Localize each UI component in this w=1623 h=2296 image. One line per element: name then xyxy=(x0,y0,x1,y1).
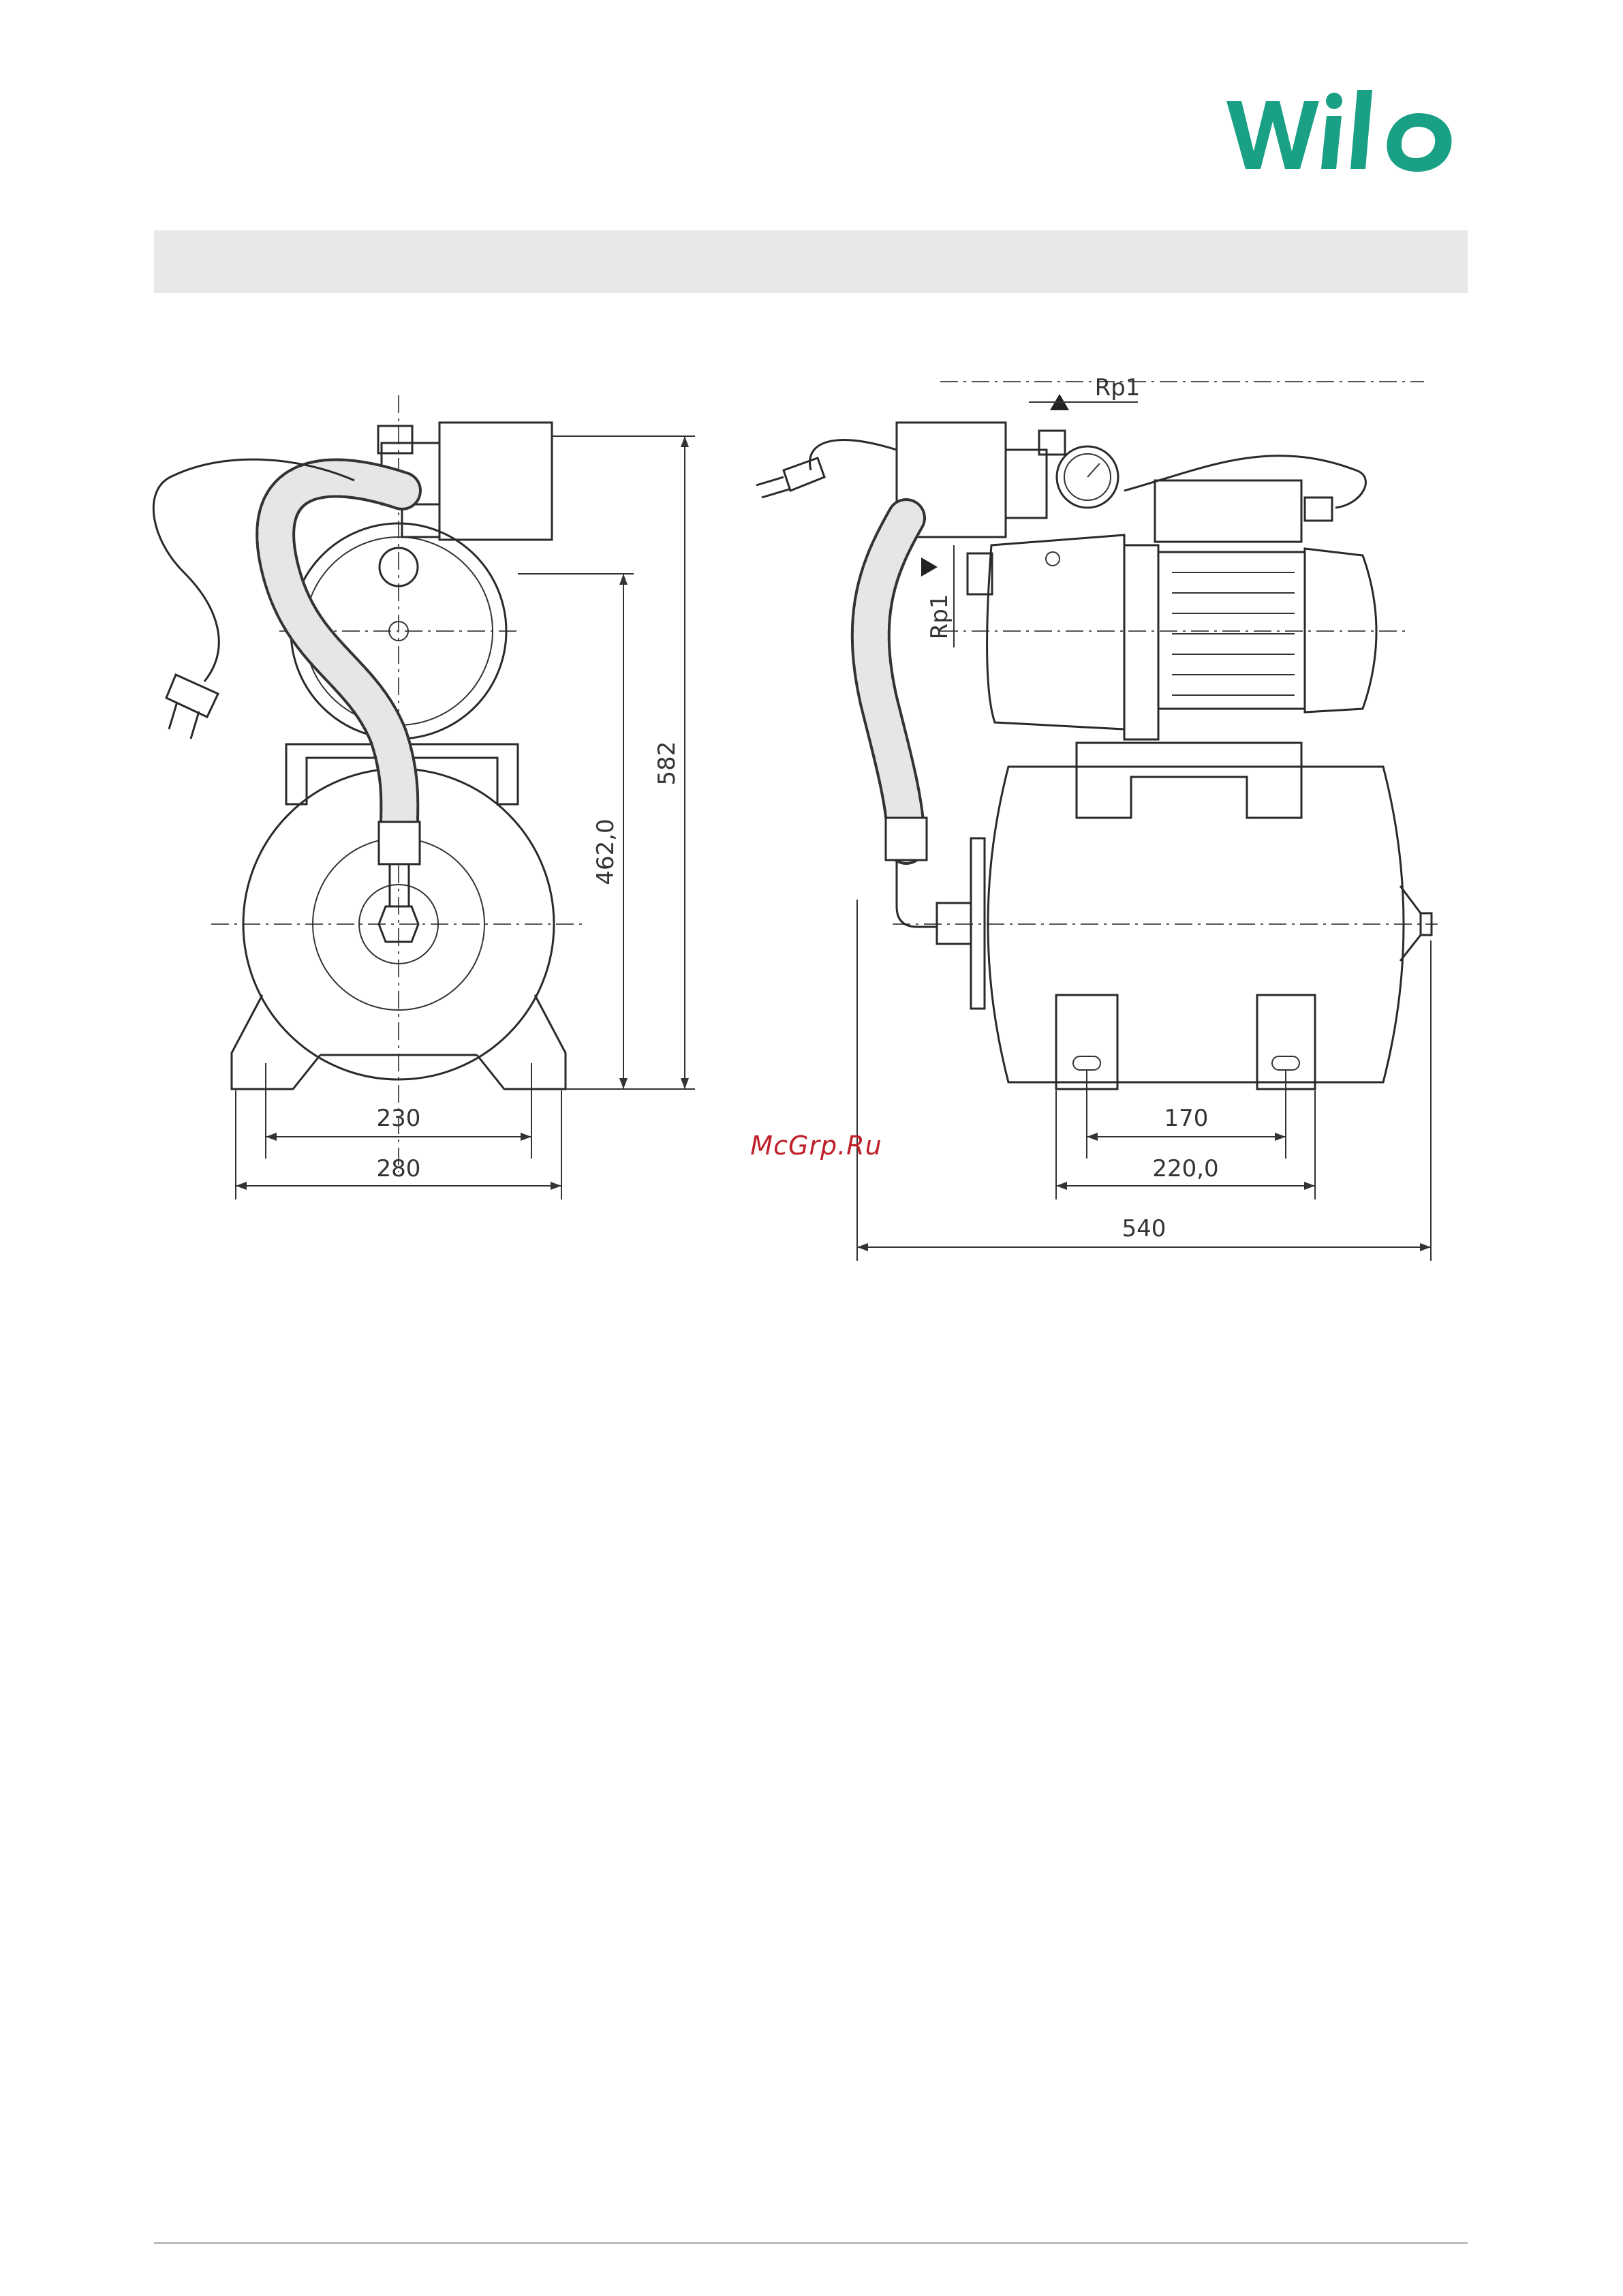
dim-582: 582 xyxy=(653,741,681,786)
dim-280: 280 xyxy=(377,1155,421,1182)
dim-540: 540 xyxy=(1122,1215,1166,1242)
label-inlet-rp1: Rp1 xyxy=(926,594,953,640)
front-view: 230 280 462,0 582 xyxy=(153,395,695,1199)
side-view: Rp1 Rp1 170 220,0 540 xyxy=(756,374,1438,1261)
dim-230: 230 xyxy=(377,1105,421,1132)
label-outlet-rp1: Rp1 xyxy=(1095,374,1141,401)
watermark-text: McGrp.Ru xyxy=(750,1131,882,1161)
dim-462: 462,0 xyxy=(592,818,619,885)
dim-220: 220,0 xyxy=(1152,1155,1218,1182)
dim-170: 170 xyxy=(1164,1105,1209,1132)
footer-rule xyxy=(154,2242,1468,2244)
